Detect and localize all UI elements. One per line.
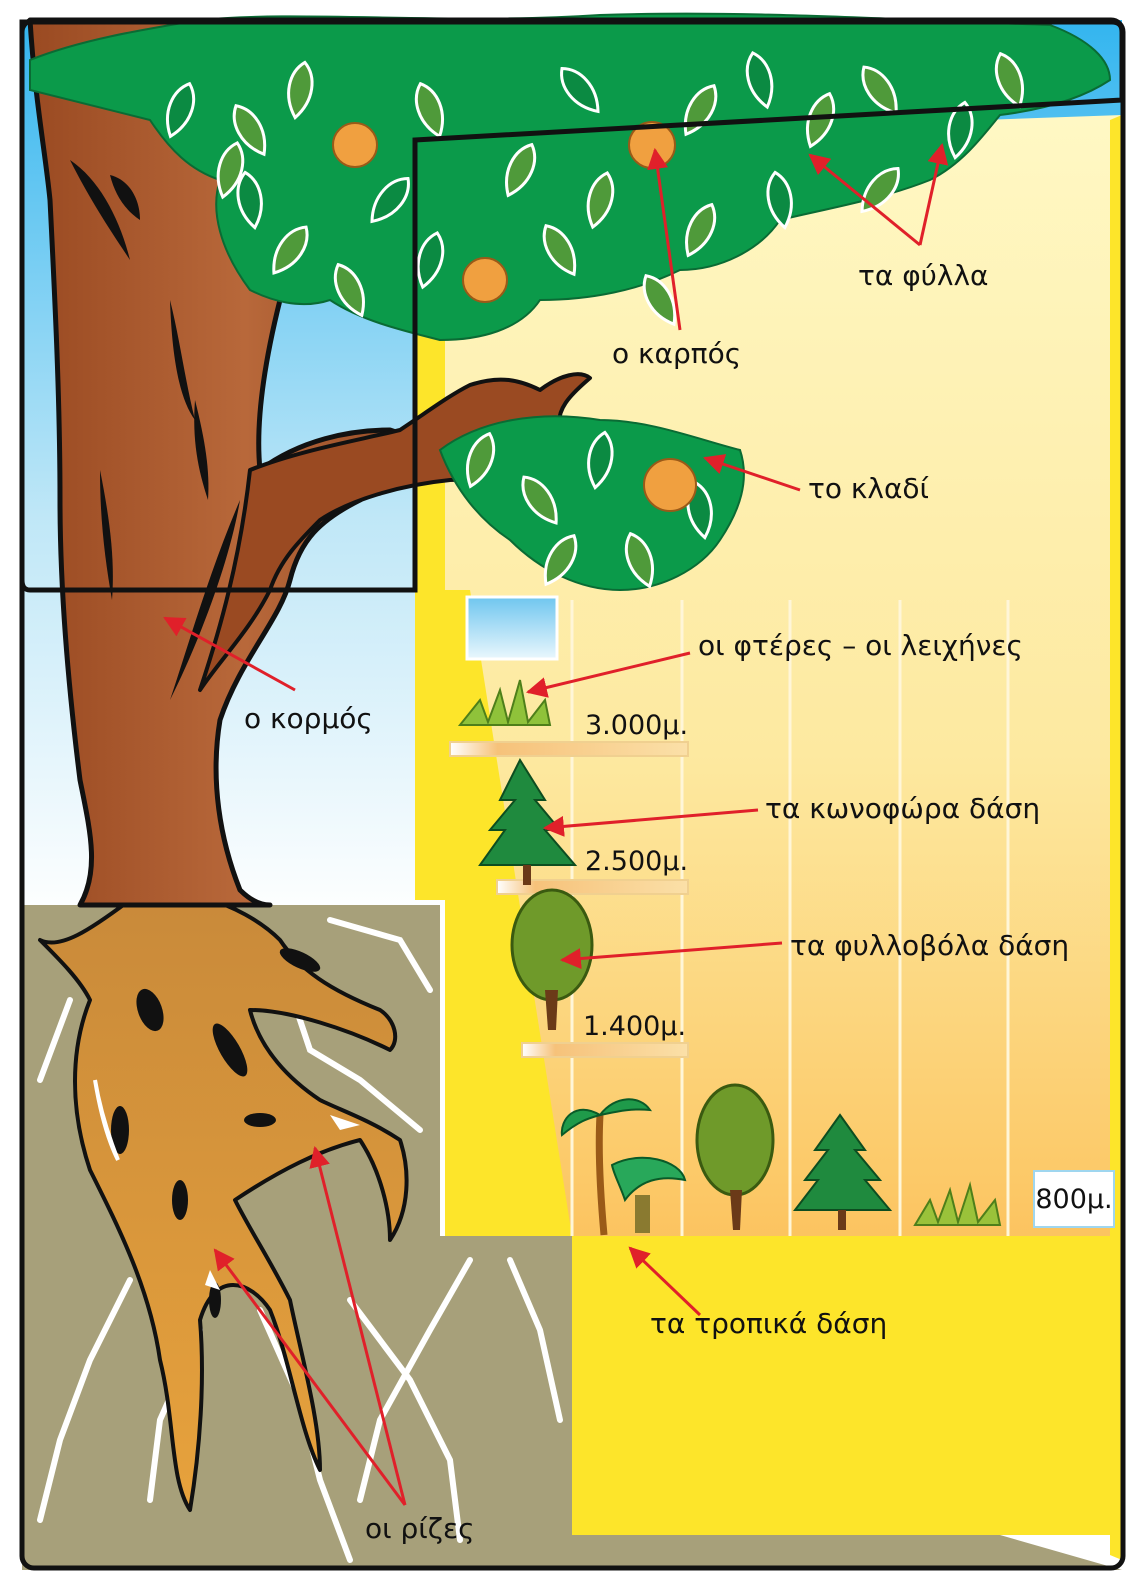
panel-right-edge [1110,115,1122,1560]
fruit [644,459,696,511]
label-conifer-forests: τα κωνοφώρα δάση [765,795,1040,823]
fruit [333,123,377,167]
fruit [463,258,507,302]
sky-box [467,597,557,659]
label-trunk: ο κορμός [244,705,373,733]
label-leaves: τα φύλλα [858,262,988,290]
label-branch: το κλαδί [808,475,929,503]
label-tropical-forests: τα τροπικά δάση [650,1310,887,1338]
altitude-2500: 2.500μ. [585,848,688,875]
label-deciduous-forests: τα φυλλοβόλα δάση [790,932,1069,960]
label-fruit: ο καρπός [612,340,741,368]
label-ferns-lichens: οι φτέρες – οι λειχήνες [698,632,1023,660]
panel-base [572,1236,1122,1535]
altitude-3000: 3.000μ. [585,712,688,739]
altitude-1400: 1.400μ. [583,1013,686,1040]
label-roots: οι ρίζες [365,1515,475,1543]
altitude-800: 800μ. [1033,1170,1115,1228]
